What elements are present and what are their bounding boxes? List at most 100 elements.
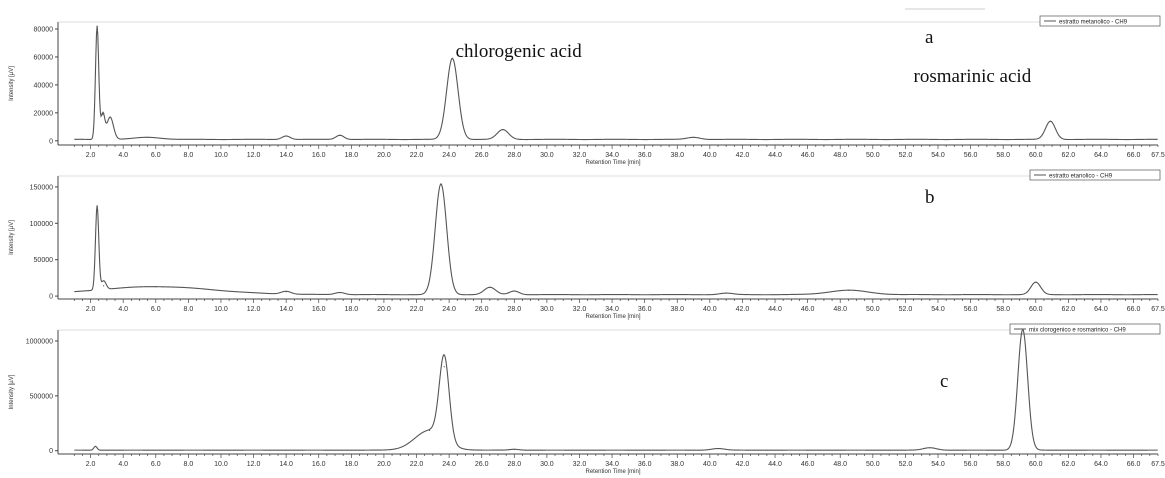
x-tick-label: 38.0 (670, 152, 684, 159)
x-tick-label: 26.0 (475, 461, 489, 468)
x-tick-label: 46.0 (801, 152, 815, 159)
peak-point (155, 286, 157, 288)
x-tick-label: 14.0 (279, 306, 293, 313)
chromatogram-trace (74, 183, 1158, 296)
x-tick-label: 36.0 (638, 152, 652, 159)
x-tick-label: 20.0 (377, 461, 391, 468)
x-tick-label: 67.5 (1151, 306, 1165, 313)
y-tick-label: 0 (49, 448, 53, 455)
x-tick-label: 67.5 (1151, 152, 1165, 159)
panel-letter: b (925, 187, 935, 208)
x-tick-label: 66.0 (1127, 461, 1141, 468)
y-tick-label: 100000 (30, 221, 53, 228)
x-tick-label: 22.0 (410, 461, 424, 468)
x-tick-label: 30.0 (540, 152, 554, 159)
peak-point (339, 291, 341, 294)
x-tick-label: 24.0 (442, 306, 456, 313)
peak-point (489, 286, 491, 288)
x-tick-label: 60.0 (1029, 461, 1043, 468)
x-tick-label: 50.0 (866, 306, 880, 313)
x-tick-label: 54.0 (931, 461, 945, 468)
legend-box (1029, 169, 1161, 181)
x-tick-label: 2.0 (86, 152, 96, 159)
x-tick-label: 54.0 (931, 152, 945, 159)
x-tick-label: 54.0 (931, 306, 945, 313)
x-tick-label: 30.0 (540, 306, 554, 313)
x-tick-label: 34.0 (605, 461, 619, 468)
x-tick-label: 42.0 (736, 461, 750, 468)
x-axis-title: Retention Time [min] (585, 469, 640, 475)
x-tick-label: 2.0 (86, 461, 96, 468)
x-tick-label: 60.0 (1029, 152, 1043, 159)
x-tick-label: 44.0 (768, 306, 782, 313)
peak-point (440, 183, 442, 185)
x-tick-label: 20.0 (377, 306, 391, 313)
x-tick-label: 12.0 (247, 461, 261, 468)
peak-point (285, 135, 287, 137)
x-tick-label: 40.0 (703, 306, 717, 313)
peak-point (103, 285, 105, 287)
x-tick-label: 30.0 (540, 461, 554, 468)
x-tick-label: 64.0 (1094, 152, 1108, 159)
x-tick-label: 50.0 (866, 461, 880, 468)
peak-point (502, 129, 504, 131)
peak-point (109, 116, 111, 118)
y-tick-label: 150000 (30, 184, 53, 191)
x-tick-label: 48.0 (833, 152, 847, 159)
peak-point (1049, 120, 1052, 122)
x-tick-label: 4.0 (118, 152, 128, 159)
x-tick-label: 46.0 (801, 306, 815, 313)
x-tick-label: 66.0 (1127, 152, 1141, 159)
x-tick-label: 44.0 (768, 461, 782, 468)
x-tick-label: 2.0 (86, 306, 96, 313)
peak-annotation: rosmarinic acid (914, 66, 1032, 87)
x-tick-label: 6.0 (151, 461, 161, 468)
x-tick-label: 40.0 (703, 461, 717, 468)
x-tick-label: 8.0 (184, 306, 194, 313)
chromatogram-trace (74, 328, 1158, 451)
x-tick-label: 22.0 (410, 306, 424, 313)
legend-box (1009, 323, 1161, 335)
x-tick-label: 8.0 (184, 461, 194, 468)
x-tick-label: 24.0 (442, 461, 456, 468)
x-tick-label: 4.0 (118, 306, 128, 313)
y-tick-label: 20000 (34, 110, 54, 117)
x-tick-label: 56.0 (964, 461, 978, 468)
y-tick-label: 60000 (34, 54, 54, 61)
peak-point (1035, 281, 1037, 283)
x-tick-label: 62.0 (1062, 306, 1076, 313)
peak-point (102, 113, 104, 115)
x-tick-label: 64.0 (1094, 306, 1108, 313)
x-tick-label: 34.0 (605, 306, 619, 313)
x-tick-label: 58.0 (996, 306, 1010, 313)
peak-point (725, 292, 727, 294)
x-tick-label: 26.0 (475, 306, 489, 313)
legend-box (1039, 15, 1161, 27)
peak-point (96, 209, 98, 211)
legend-label: estratto metanolico - CH9 (1059, 20, 1128, 26)
x-tick-label: 6.0 (151, 306, 161, 313)
x-tick-label: 60.0 (1029, 306, 1043, 313)
x-tick-label: 66.0 (1127, 306, 1141, 313)
x-tick-label: 38.0 (670, 461, 684, 468)
x-tick-label: 28.0 (507, 306, 521, 313)
peak-annotation: chlorogenic acid (456, 41, 583, 62)
x-tick-label: 4.0 (118, 461, 128, 468)
x-tick-label: 38.0 (670, 306, 684, 313)
x-tick-label: 26.0 (475, 152, 489, 159)
x-tick-label: 58.0 (996, 461, 1010, 468)
peak-point (1022, 328, 1024, 331)
x-tick-label: 42.0 (736, 152, 750, 159)
x-tick-label: 14.0 (279, 152, 293, 159)
x-axis-title: Retention Time [min] (585, 314, 640, 320)
peak-point (96, 25, 98, 27)
x-tick-label: 34.0 (605, 152, 619, 159)
x-tick-label: 18.0 (345, 461, 359, 468)
peak-point (339, 134, 341, 136)
peak-point (847, 289, 849, 291)
x-tick-label: 56.0 (964, 152, 978, 159)
chromatogram-trace (74, 25, 1158, 141)
